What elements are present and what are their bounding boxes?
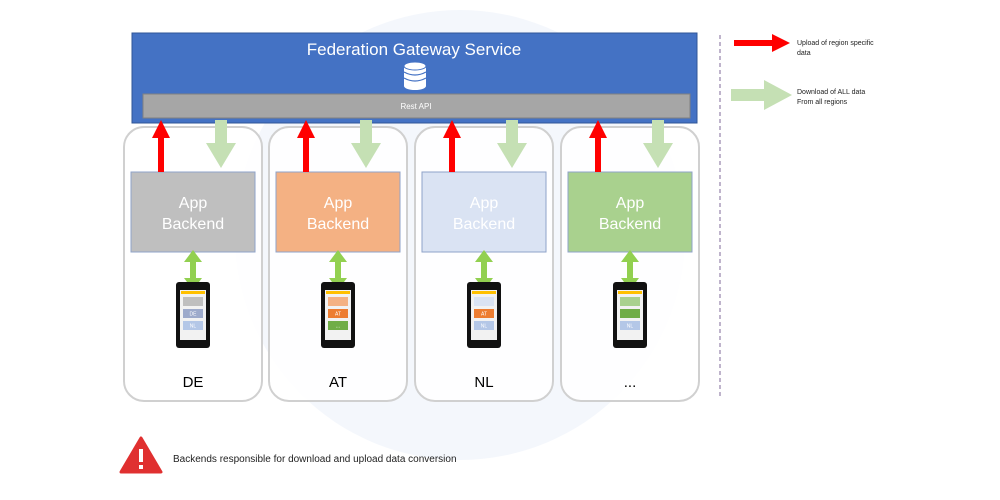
rest-api-label: Rest API: [400, 102, 431, 111]
download-arrow: [643, 120, 673, 168]
download-arrow: [497, 120, 527, 168]
note-text: Backends responsible for download and up…: [173, 454, 457, 465]
database-icon: [403, 61, 427, 90]
phone-icon: NL: [613, 282, 647, 348]
legend-download-label-1: Download of ALL data: [797, 89, 865, 96]
federation-gateway-service: Federation Gateway Service Rest API: [131, 32, 698, 124]
legend-download-arrow: [731, 80, 792, 110]
app-backend-label: App: [324, 195, 353, 212]
legend-upload-label-2: data: [797, 50, 811, 57]
app-backend-label: App: [179, 195, 208, 212]
legend-upload-arrow: [734, 34, 790, 52]
region-name: ...: [624, 374, 637, 391]
regions-layer: AppBackendDENLDEAppBackendAT...ATAppBack…: [123, 126, 700, 402]
legend: Upload of region specific data Download …: [731, 34, 874, 110]
app-backend-label: Backend: [599, 216, 661, 233]
region-name: DE: [183, 374, 204, 391]
upload-arrow: [443, 120, 461, 172]
upload-arrow: [297, 120, 315, 172]
region-name: AT: [329, 374, 347, 391]
phone-row-label: NL: [627, 324, 634, 330]
phone-icon: AT...: [321, 282, 355, 348]
app-backend-label: App: [616, 195, 645, 212]
upload-arrow: [152, 120, 170, 172]
app-backend-box: [130, 171, 256, 253]
region-name: NL: [474, 374, 493, 391]
app-backend-box: [567, 171, 693, 253]
app-backend-label: Backend: [453, 216, 515, 233]
upload-arrow: [589, 120, 607, 172]
download-arrow: [206, 120, 236, 168]
warning-icon: [119, 436, 163, 474]
app-backend-box: [275, 171, 401, 253]
phone-row-label: NL: [190, 324, 197, 330]
phone-row-label: AT: [481, 312, 487, 318]
note: Backends responsible for download and up…: [119, 436, 457, 474]
arrows-layer: [152, 120, 673, 172]
rest-api-bar: [142, 93, 691, 119]
download-arrow: [351, 120, 381, 168]
app-backend-box: [421, 171, 547, 253]
phone-icon: AT NL: [467, 282, 501, 348]
app-backend-label: Backend: [162, 216, 224, 233]
app-backend-label: App: [470, 195, 499, 212]
service-title: Federation Gateway Service: [307, 40, 522, 59]
app-backend-label: Backend: [307, 216, 369, 233]
phone-icon: DE NL: [176, 282, 210, 348]
phone-row-label: NL: [481, 324, 488, 330]
phone-row-label: AT: [335, 312, 341, 318]
phone-row-label: ...: [336, 324, 340, 330]
legend-download-label-2: From all regions: [797, 99, 848, 106]
phone-row-label: DE: [190, 312, 198, 318]
legend-upload-label-1: Upload of region specific: [797, 40, 874, 47]
region-etc: AppBackendNL...: [560, 126, 700, 402]
